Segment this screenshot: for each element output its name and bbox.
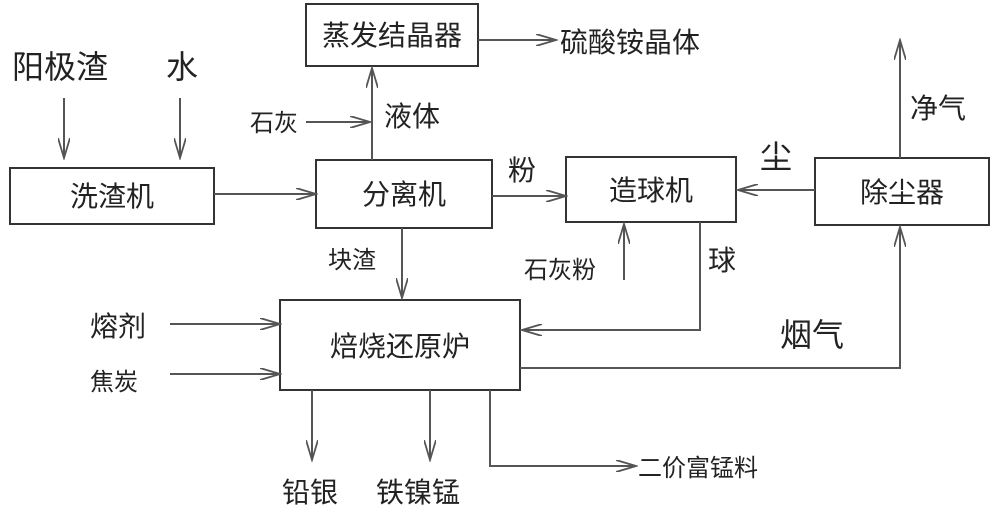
iron-nickel-manganese-label: 铁镍锰 <box>376 476 460 509</box>
powder-label: 粉 <box>508 154 536 187</box>
lump-slag-label: 块渣 <box>328 246 376 274</box>
lime-powder-label: 石灰粉 <box>524 256 596 284</box>
coke-label: 焦炭 <box>90 368 138 396</box>
arrow-ball <box>522 222 701 330</box>
slag-washer-label: 洗渣机 <box>70 180 154 213</box>
arrow-divalent-mn <box>489 390 636 466</box>
dust-label: 尘 <box>760 138 792 176</box>
clean-gas-label: 净气 <box>910 92 966 125</box>
liquid-label: 液体 <box>384 100 440 133</box>
ammonium-sulfate-label: 硫酸铵晶体 <box>560 26 700 59</box>
pelletizer-label: 造球机 <box>609 174 693 207</box>
flux-label: 熔剂 <box>90 310 146 343</box>
lime-label: 石灰 <box>250 109 298 137</box>
separator-label: 分离机 <box>362 178 446 211</box>
flue-gas-label: 烟气 <box>780 316 844 354</box>
anode-slag-label: 阳极渣 <box>12 48 108 86</box>
evaporator-box <box>305 3 479 67</box>
roaster-label: 焙烧还原炉 <box>330 330 470 363</box>
roaster-box <box>279 299 521 391</box>
evaporator-label: 蒸发结晶器 <box>322 19 462 52</box>
dust-collector-label: 除尘器 <box>860 176 944 209</box>
arrow-flue-gas <box>520 227 900 369</box>
ball-label: 球 <box>708 244 736 277</box>
slag-washer-box <box>9 167 215 225</box>
separator-box <box>315 159 493 229</box>
water-label: 水 <box>166 48 198 86</box>
lead-silver-label: 铅银 <box>282 476 338 509</box>
divalent-mn-label: 二价富锰料 <box>638 454 758 482</box>
